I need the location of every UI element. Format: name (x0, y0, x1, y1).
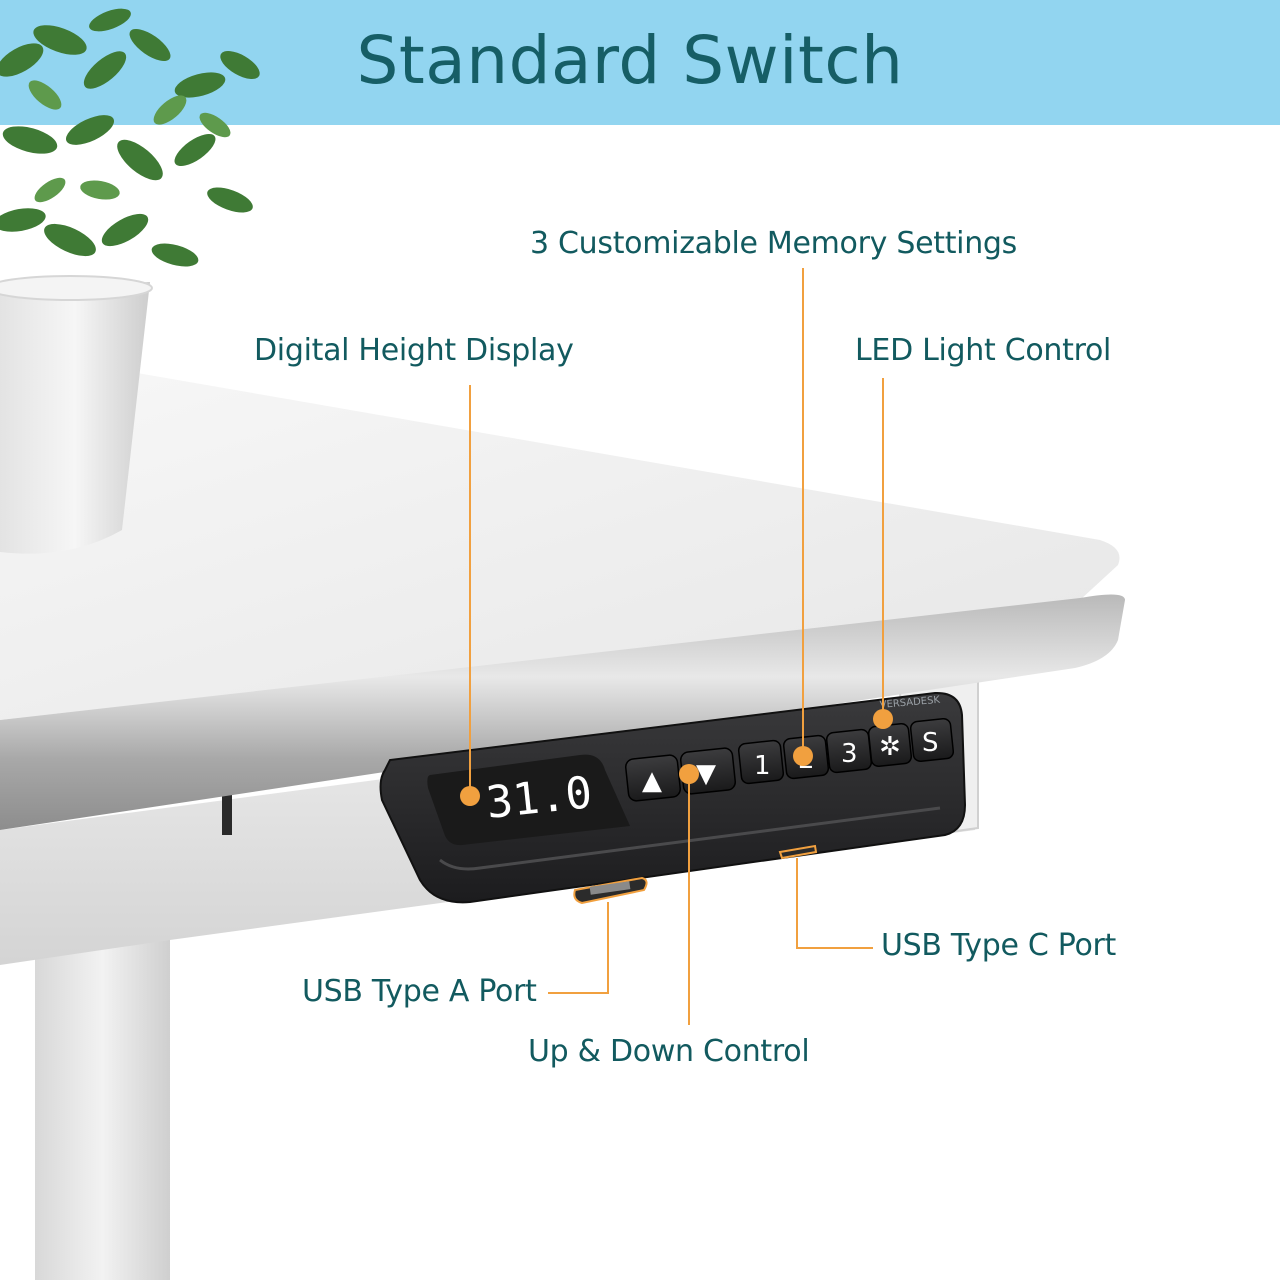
led-light-callout: LED Light Control (855, 333, 1112, 368)
callout-lines (469, 268, 884, 1025)
brand-logo-text: VERSADESK (879, 695, 941, 711)
down-arrow-icon: ▼ (696, 759, 716, 789)
usb-c-callout: USB Type C Port (881, 928, 1117, 963)
save-button-label: S (922, 728, 939, 758)
height-display-window (427, 754, 630, 846)
desk-edge (0, 594, 1125, 830)
up-button[interactable]: ▲ (624, 754, 682, 802)
memory-button-1-label: 1 (754, 751, 771, 781)
usb-type-a-slot (589, 881, 631, 895)
plant-leaves (0, 8, 260, 267)
desk-leg (35, 930, 170, 1280)
save-button[interactable]: S (909, 717, 955, 763)
up-arrow-icon: ▲ (642, 766, 662, 796)
memory-button-3-label: 3 (841, 739, 858, 769)
panel-ridge (439, 806, 941, 871)
usb-a-callout: USB Type A Port (302, 974, 537, 1009)
desk-top-surface (0, 370, 1120, 720)
plant-leaves-light (28, 80, 231, 203)
usb-type-c-port (778, 844, 818, 860)
light-icon: ✲ (879, 732, 901, 762)
pot-rim (0, 275, 153, 301)
frame-slot (222, 795, 232, 835)
memory-button-1[interactable]: 1 (737, 739, 785, 785)
height-display-callout: Digital Height Display (254, 333, 574, 368)
height-readout: 31.0 (484, 767, 595, 829)
memory-settings-callout: 3 Customizable Memory Settings (530, 226, 1017, 261)
memory-button-3[interactable]: 3 (825, 728, 873, 774)
callout-dots (460, 709, 893, 806)
up-down-callout: Up & Down Control (528, 1034, 810, 1069)
plant-pot (0, 282, 150, 554)
page-title: Standard Switch (356, 22, 904, 99)
header-banner: Standard Switch (0, 0, 1280, 125)
led-light-button[interactable]: ✲ (867, 722, 913, 768)
